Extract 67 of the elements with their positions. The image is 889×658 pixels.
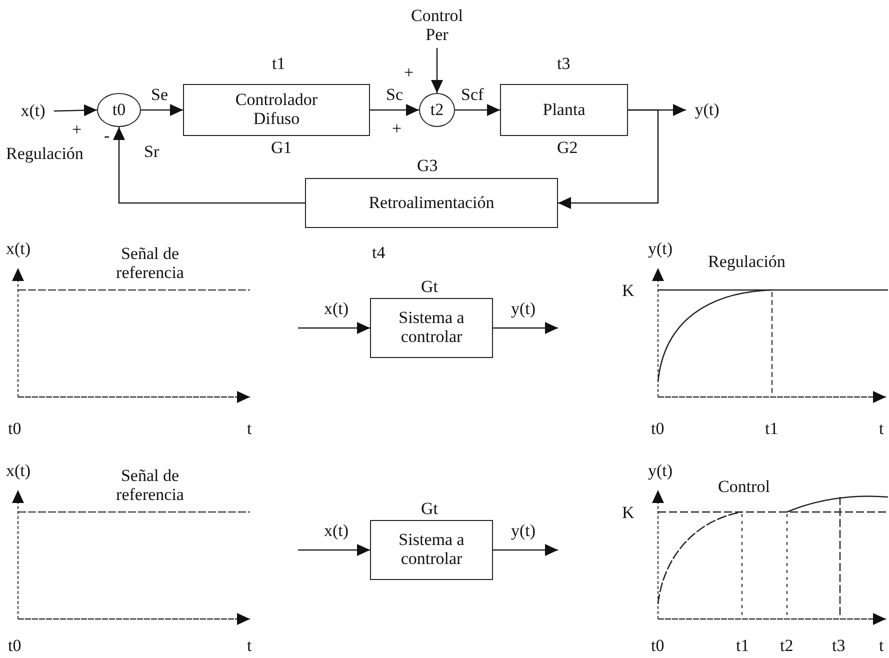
block-annotation: Gt [421, 278, 438, 297]
block-label: Sistema a controlar [398, 531, 466, 569]
tick-label: t [247, 420, 252, 439]
tick-label: t [879, 637, 884, 656]
arrow [370, 104, 419, 116]
tick-label: t [247, 637, 252, 656]
arrow [298, 322, 370, 334]
arrow [558, 109, 659, 209]
arrow [431, 48, 443, 93]
tick-label: t2 [780, 637, 794, 656]
junction-label: t0 [112, 100, 126, 120]
summing-junction [97, 93, 141, 127]
sign: + [404, 64, 414, 83]
block-annotation: Gt [421, 500, 438, 519]
tick-label: t0 [651, 420, 664, 439]
tick-label: t [879, 420, 884, 439]
junction-label: t2 [430, 100, 444, 120]
block-annotation: t1 [272, 55, 286, 74]
axis-label: K [622, 504, 634, 523]
tick-label: t1 [765, 420, 778, 439]
block-box [305, 178, 558, 228]
chart-title: Señal de referencia [115, 467, 185, 504]
block-annotation: G3 [417, 157, 438, 176]
axis-label: y(t) [648, 240, 673, 259]
block-annotation: G1 [271, 139, 292, 158]
sign: + [392, 120, 402, 139]
block-annotation: t4 [372, 244, 386, 263]
axis-label: y(t) [648, 462, 673, 481]
arrow [298, 544, 370, 556]
block-annotation: G2 [557, 139, 578, 158]
block-box [370, 298, 493, 358]
edge-label: x(t) [323, 522, 350, 541]
summing-junction [419, 93, 455, 127]
block-label: Planta [542, 100, 586, 120]
block-annotation: t3 [557, 55, 570, 74]
chart-title: Señal de referencia [115, 245, 185, 282]
block-label: Controlador Difuso [234, 91, 319, 129]
block-label: Retroalimentación [368, 194, 494, 212]
chart-title: Control [718, 478, 770, 497]
arrow [493, 544, 558, 556]
edge-label: y(t) [510, 522, 537, 541]
signal-label: y(t) [686, 99, 728, 121]
edge-label: x(t) [323, 300, 350, 319]
edge-label: y(t) [510, 300, 537, 319]
axis-label: x(t) [6, 240, 31, 259]
arrow [493, 322, 558, 334]
arrow [54, 104, 98, 116]
block-box [500, 84, 628, 136]
axis-label: K [622, 282, 634, 301]
arrow [141, 104, 183, 116]
block-label: Sistema a controlar [398, 309, 466, 347]
signal-label: x(t) [12, 100, 54, 122]
block-box [183, 84, 370, 136]
chart-title: Regulación [708, 253, 786, 272]
axis-label: x(t) [6, 462, 31, 481]
tick-label: t1 [736, 637, 750, 656]
tick-label: t0 [651, 637, 664, 656]
block-box [370, 520, 493, 580]
loop-label: Regulación [6, 145, 84, 164]
arrow [455, 104, 500, 116]
sign: + [72, 121, 82, 140]
tick-label: t3 [832, 637, 846, 656]
signal-label: Control Per [402, 4, 472, 48]
tick-label: t0 [8, 637, 22, 656]
sign: - [104, 127, 110, 146]
tick-label: t0 [8, 420, 22, 439]
arrow [113, 127, 305, 204]
